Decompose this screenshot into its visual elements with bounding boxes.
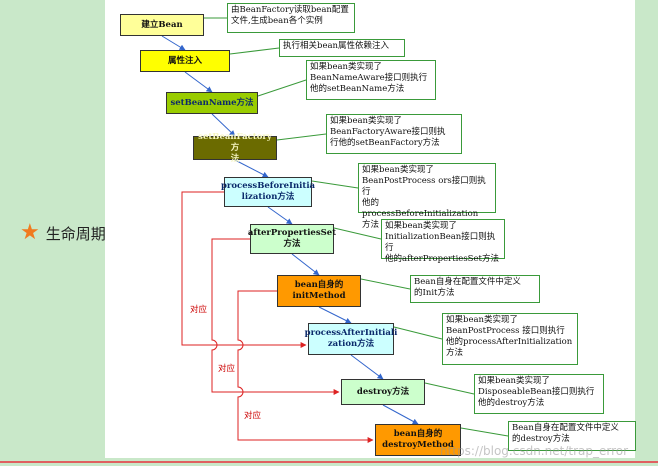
correspond-line-2: [211, 238, 340, 395]
step-box-10: bean自身的 destroyMethod: [375, 424, 461, 456]
step-note-7: Bean自身在配置文件中定义 的Init方法: [410, 275, 540, 303]
correspond-label-3: 对应: [244, 411, 262, 421]
note-connector-7: [360, 278, 411, 290]
step-box-8: processAfterInitiali zation方法: [305, 323, 397, 355]
note-connector-8: [393, 326, 443, 340]
flow-arrow-7: [318, 306, 352, 324]
step-box-7: bean自身的 initMethod: [277, 275, 361, 307]
side-label-text: 生命周期: [45, 224, 106, 243]
flow-arrow-2: [184, 71, 213, 93]
flow-arrow-1: [161, 35, 186, 51]
note-connector-3: [257, 79, 307, 97]
step-box-9: destroy方法: [341, 379, 425, 405]
note-connector-5: [311, 180, 359, 189]
flow-arrow-4: [234, 159, 269, 178]
bottom-divider: [0, 461, 658, 463]
step-note-5: 如果bean类实现了 BeanPostProcess ors接口则执行 他的pr…: [358, 163, 496, 230]
step-note-6: 如果bean类实现了 InitializationBean接口则执行 他的aft…: [381, 219, 505, 264]
step-box-6: afterPropertiesSet 方法: [248, 224, 336, 254]
step-note-2: 执行相关bean属性依赖注入: [279, 39, 405, 57]
flow-arrow-8: [350, 354, 384, 380]
side-label: ★ 生命周期: [20, 222, 106, 244]
step-box-2: 属性注入: [140, 50, 230, 72]
step-box-5: processBeforeInitia lization方法: [221, 177, 315, 207]
step-box-4: setBeanFactory方 法: [193, 132, 277, 164]
step-note-10: Bean自身在配置文件中定义 的destroy方法: [508, 421, 636, 451]
correspond-label-2: 对应: [218, 364, 236, 374]
step-note-8: 如果bean类实现了 BeanPostProcess 接口则执行 他的proce…: [442, 313, 578, 365]
step-note-9: 如果bean类实现了 DisposeableBean接口则执行 他的destro…: [474, 374, 604, 414]
step-box-3: setBeanName方法: [166, 92, 258, 114]
note-connector-6: [333, 227, 382, 240]
flow-arrow-9: [382, 404, 419, 425]
star-icon: ★: [20, 220, 40, 245]
note-connector-9: [424, 382, 475, 395]
correspond-label-1: 对应: [190, 305, 208, 315]
flow-arrow-6: [291, 253, 320, 276]
note-connector-2: [229, 47, 280, 55]
step-box-1: 建立Bean: [120, 14, 204, 36]
watermark: https://blog.csdn.net/trap_error: [440, 444, 629, 458]
correspond-line-3: [237, 290, 374, 443]
step-note-1: 由BeanFactory读取bean配置 文件,生成bean各个实例: [227, 3, 355, 33]
step-note-4: 如果bean类实现了 BeanFactoryAware接口则执 行他的setBe…: [326, 114, 462, 154]
flow-arrow-3: [211, 113, 236, 137]
correspond-line-1: [181, 191, 307, 348]
step-note-3: 如果bean类实现了 BeanNameAware接口则执行 他的setBeanN…: [306, 60, 436, 100]
note-connector-4: [276, 133, 327, 141]
flow-arrow-5: [267, 206, 293, 225]
note-connector-10: [460, 427, 509, 437]
